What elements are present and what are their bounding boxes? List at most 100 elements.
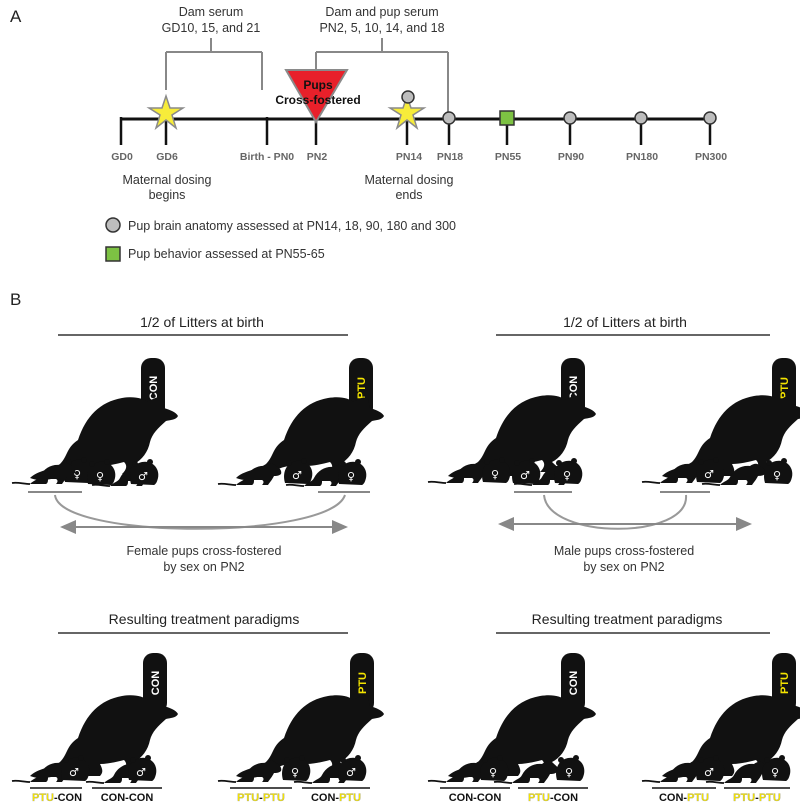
combo-sep: - (125, 792, 129, 804)
female-symbol: ♀ (771, 766, 779, 779)
combo-sep: - (683, 792, 687, 804)
tick-label-pn14: PN14 (396, 151, 422, 163)
pup-icon (641, 460, 707, 484)
combo-second: PTU (263, 792, 285, 804)
male-symbol: ♂ (69, 766, 79, 779)
combo-second: PTU (687, 792, 709, 804)
dam-pup-serum-title: Dam and pup serum (325, 5, 438, 19)
swap-curve (54, 494, 346, 530)
female-symbol: ♀ (96, 470, 104, 483)
brain-marker-pn300 (703, 111, 717, 125)
con-bottle-label: CON (148, 376, 160, 401)
legend-brain-text: Pup brain anatomy assessed at PN14, 18, … (128, 219, 456, 233)
ptu-bottle-label: PTU (779, 672, 791, 694)
combo-first: CON (311, 792, 336, 804)
brain-marker-pn90 (563, 111, 577, 125)
dosing-start-star-icon (146, 93, 186, 131)
cross-foster-label-2: Cross-fostered (275, 93, 360, 107)
ptu-bottle-label: PTU (357, 672, 369, 694)
combo-first: PTU (237, 792, 259, 804)
arrow-right-icon (332, 520, 348, 534)
result-heading-left: Resulting treatment paradigms (109, 611, 300, 627)
combo-first: CON (101, 792, 126, 804)
combo-sep: - (473, 792, 477, 804)
cross-foster-triangle (284, 69, 349, 124)
tick-label-pn90: PN90 (558, 151, 584, 163)
dosing-end-star-icon (387, 93, 427, 131)
combo-label-6: PTU-CON (528, 792, 578, 804)
combo-label-4: CON-PTU (311, 792, 361, 804)
combo-sep: - (335, 792, 339, 804)
male-symbol: ♂ (704, 468, 714, 481)
arrow-right-icon (736, 517, 752, 531)
panel-a-label: A (10, 7, 22, 26)
combo-second: CON (477, 792, 502, 804)
ptu-bottle-label: PTU (779, 377, 791, 399)
combo-second: CON (58, 792, 83, 804)
result-heading-right: Resulting treatment paradigms (532, 611, 723, 627)
legend-square-icon (105, 246, 121, 262)
female-symbol: ♀ (347, 470, 355, 483)
con-bottle-label: CON (150, 671, 162, 696)
female-caption-1: Female pups cross-fostered (127, 544, 282, 558)
male-symbol: ♂ (292, 469, 302, 482)
pup-icon (217, 462, 283, 486)
swap-curve (543, 494, 688, 530)
male-symbol: ♂ (138, 470, 148, 483)
female-symbol: ♀ (291, 766, 299, 779)
combo-sep: - (54, 792, 58, 804)
tick-label-pn300: PN300 (695, 151, 727, 163)
female-symbol: ♀ (565, 766, 573, 779)
con-bottle-label: CON (568, 376, 580, 401)
dam-serum-days: GD10, 15, and 21 (162, 21, 261, 35)
male-symbol: ♂ (346, 766, 356, 779)
combo-first: CON (659, 792, 684, 804)
tick-label-pn18: PN18 (437, 151, 463, 163)
female-symbol: ♀ (563, 469, 571, 482)
female-caption-2: by sex on PN2 (163, 560, 244, 574)
combo-label-1: PTU-CON (32, 792, 82, 804)
dam-pup-serum-days: PN2, 5, 10, 14, and 18 (319, 21, 444, 35)
female-symbol: ♀ (491, 468, 499, 481)
legend-behavior-text: Pup behavior assessed at PN55-65 (128, 247, 325, 261)
combo-first: CON (449, 792, 474, 804)
tick-label-pn180: PN180 (626, 151, 658, 163)
brain-marker-pn14 (401, 90, 415, 104)
male-caption-2: by sex on PN2 (583, 560, 664, 574)
dosing-begins-1: Maternal dosing (123, 173, 212, 187)
male-symbol: ♂ (520, 469, 530, 482)
tick-label-pn55: PN55 (495, 151, 521, 163)
female-symbol: ♀ (73, 468, 81, 481)
tick-label-gd6: GD6 (156, 151, 178, 163)
combo-label-8: PTU-PTU (733, 792, 781, 804)
dosing-ends-2: ends (395, 188, 422, 202)
left-litters-heading: 1/2 of Litters at birth (140, 314, 264, 330)
female-symbol: ♀ (489, 766, 497, 779)
tick-label-pn2: PN2 (307, 151, 328, 163)
combo-sep: - (259, 792, 263, 804)
cross-foster-label-1: Pups (303, 78, 333, 92)
tick-label-birth: Birth - PN0 (240, 151, 294, 163)
combo-sep: - (755, 792, 759, 804)
right-litters-heading: 1/2 of Litters at birth (563, 314, 687, 330)
con-bottle-label: CON (568, 671, 580, 696)
pup-icon (641, 759, 707, 783)
combo-sep: - (550, 792, 554, 804)
arrow-left-icon (60, 520, 76, 534)
arrow-left-icon (498, 517, 514, 531)
combo-second: CON (129, 792, 154, 804)
male-symbol: ♂ (704, 766, 714, 779)
dosing-begins-2: begins (149, 188, 186, 202)
combo-first: PTU (733, 792, 755, 804)
brain-marker-pn18 (442, 111, 456, 125)
combo-first: PTU (32, 792, 54, 804)
female-symbol: ♀ (773, 469, 781, 482)
male-symbol: ♂ (136, 766, 146, 779)
pup-icon (217, 759, 283, 783)
combo-label-2: CON-CON (101, 792, 154, 804)
combo-label-5: CON-CON (449, 792, 502, 804)
pup-icon (427, 460, 493, 484)
tick-label-gd0: GD0 (111, 151, 133, 163)
combo-label-7: CON-PTU (659, 792, 709, 804)
